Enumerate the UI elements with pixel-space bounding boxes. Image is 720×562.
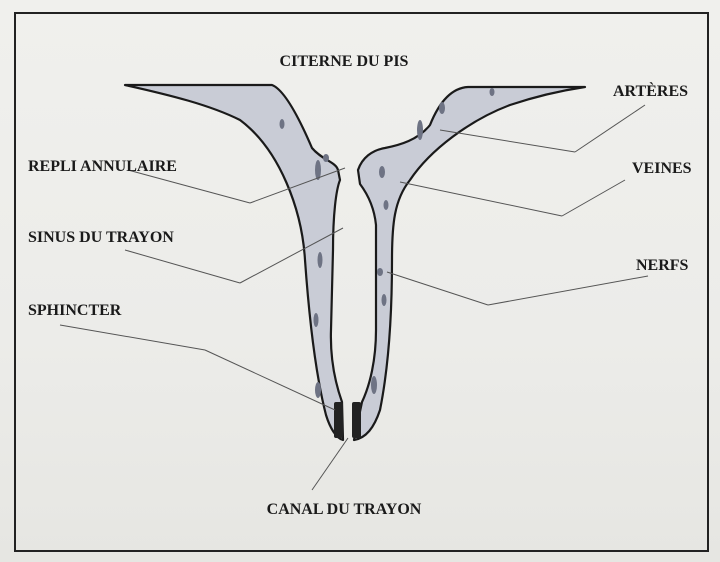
label-nerfs: NERFS: [636, 257, 689, 274]
label-repli-annulaire: REPLI ANNULAIRE: [28, 158, 177, 175]
leader-canal: [312, 438, 348, 490]
sphincter-muscle-right: [352, 402, 361, 438]
leader-nerfs: [488, 276, 648, 305]
leader-veines: [562, 180, 625, 216]
leader-nerfs: [387, 272, 488, 305]
teat-wall-left: [125, 85, 343, 440]
label-citerne-du-pis: CITERNE DU PIS: [280, 53, 409, 70]
leader-sinus: [125, 250, 240, 283]
vessel-mark: [314, 313, 319, 327]
leader-arteres: [575, 105, 645, 152]
label-sinus-du-trayon: SINUS DU TRAYON: [28, 229, 174, 246]
vessel-mark: [439, 102, 445, 114]
label-canal-du-trayon: CANAL DU TRAYON: [267, 501, 422, 518]
leader-sphincter: [60, 325, 205, 350]
vessel-mark: [490, 88, 495, 96]
sphincter-muscle-left: [334, 402, 343, 438]
vessel-mark: [280, 119, 285, 129]
vessel-mark: [417, 120, 423, 140]
vessel-mark: [384, 200, 389, 210]
leader-veines: [400, 182, 562, 216]
label-veines: VEINES: [632, 160, 692, 177]
label-arteres: ARTÈRES: [613, 81, 688, 100]
leader-arteres: [440, 130, 575, 152]
vessel-mark: [382, 294, 387, 306]
vessel-mark: [379, 166, 385, 178]
diagram-frame: [15, 13, 708, 551]
vessel-mark: [377, 268, 383, 276]
vessel-mark: [371, 376, 377, 394]
teat-wall-right: [354, 87, 585, 440]
label-sphincter: SPHINCTER: [28, 302, 122, 319]
vessel-mark: [318, 252, 323, 268]
vessel-mark: [323, 154, 329, 162]
vessel-mark: [315, 382, 321, 398]
